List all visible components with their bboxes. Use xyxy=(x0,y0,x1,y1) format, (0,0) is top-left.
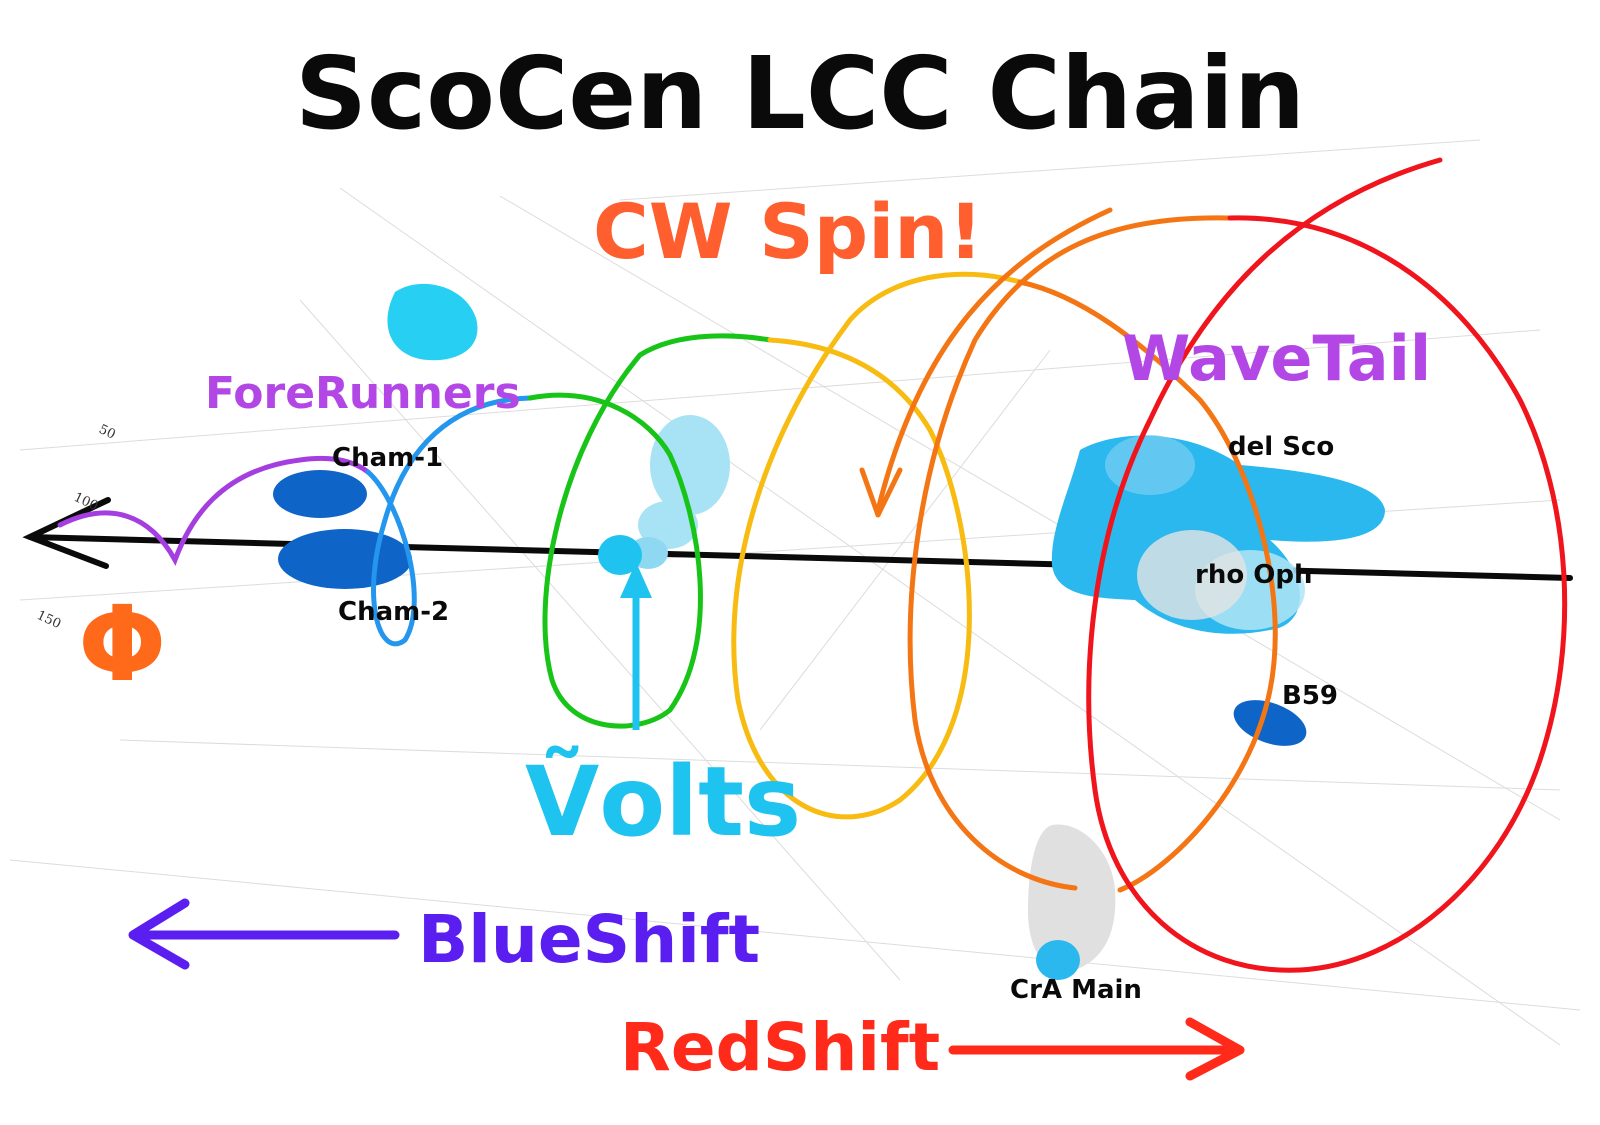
wave-tail-label: WaveTail xyxy=(1122,322,1431,395)
page-title: ScoCen LCC Chain xyxy=(295,35,1305,152)
cw-spin-arrow xyxy=(859,207,1113,518)
cloud-cra-main xyxy=(1028,824,1116,980)
label-rho-oph: rho Oph xyxy=(1195,560,1312,590)
cloud-rho-oph-complex xyxy=(1051,435,1385,634)
cloud-volts-group xyxy=(598,415,730,575)
cloud-top-isolated xyxy=(387,283,478,361)
label-del-sco: del Sco xyxy=(1228,432,1334,462)
redshift-arrow xyxy=(948,1017,1245,1081)
main-axis xyxy=(22,497,1573,581)
cloud-b59 xyxy=(1233,700,1307,746)
chain-spiral xyxy=(57,157,1568,973)
fore-runners-label: ForeRunners xyxy=(205,368,521,419)
background-grid xyxy=(9,139,1581,1046)
volts-label: Ṽolts xyxy=(525,745,801,858)
blueshift-arrow xyxy=(128,898,400,970)
label-cham1: Cham-1 xyxy=(332,443,443,473)
cloud-cham2 xyxy=(278,529,412,589)
phi-symbol: Φ xyxy=(78,583,166,705)
label-cra-main: CrA Main xyxy=(1010,975,1142,1005)
axis-tick-150: 150 xyxy=(34,608,63,632)
cw-spin-label: CW Spin! xyxy=(593,187,983,276)
cloud-cham1 xyxy=(273,470,367,518)
blueshift-label: BlueShift xyxy=(418,901,760,978)
volts-arrow xyxy=(620,562,652,730)
label-b59: B59 xyxy=(1282,681,1338,711)
redshift-label: RedShift xyxy=(620,1009,940,1086)
axis-tick-50: 50 xyxy=(96,422,117,443)
label-cham2: Cham-2 xyxy=(338,597,449,627)
